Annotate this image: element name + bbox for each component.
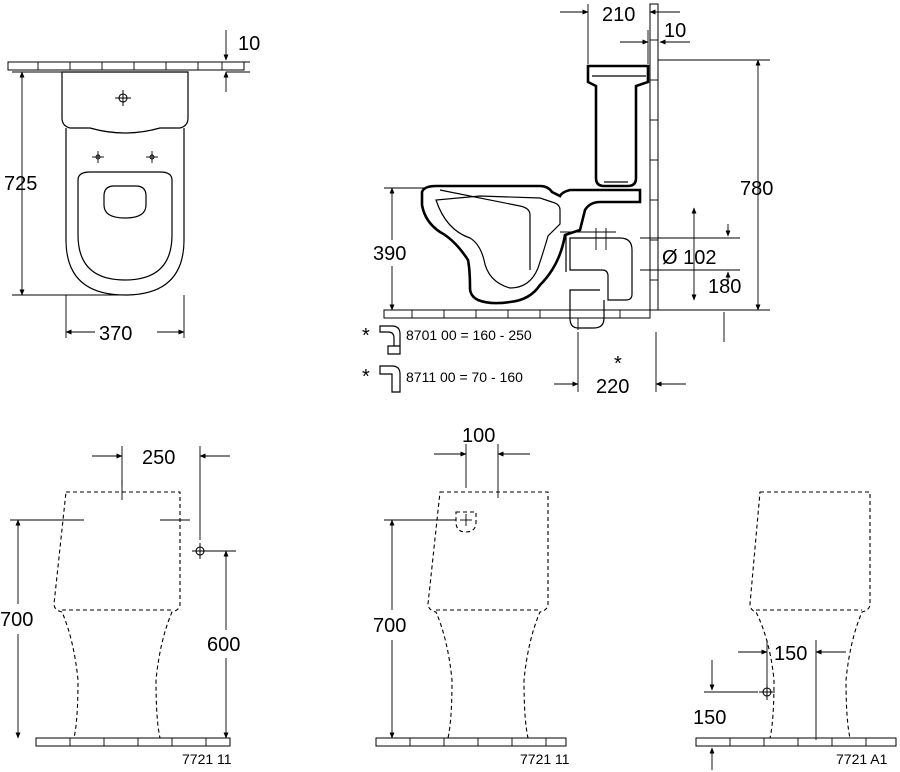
side-view: 210 10 780 390 Ø 102 180 220 * * xyxy=(362,3,773,398)
seat-height-label: 390 xyxy=(373,243,406,265)
front-view-1: 250 700 600 7721 11 xyxy=(0,446,246,767)
bend-2-star: * xyxy=(362,366,370,388)
seat-outline-top xyxy=(77,171,173,281)
bend-1-label: 8701 00 = 160 - 250 xyxy=(406,327,532,343)
toilet-outline-front-2 xyxy=(427,491,549,739)
water-connection-icon-1 xyxy=(192,543,208,559)
outlet-distance-star: * xyxy=(614,353,622,375)
product-code-2: 7721 11 xyxy=(520,751,570,767)
flush-valve-icon-2 xyxy=(455,511,477,533)
height-label-1: 700 xyxy=(0,609,33,631)
toilet-outline-front-1 xyxy=(53,491,181,739)
wall-strip-side xyxy=(649,3,659,311)
bowl-inner-side xyxy=(435,195,561,289)
floor-strip-front-2 xyxy=(375,737,567,747)
water-connection-icon-3 xyxy=(759,684,775,700)
outlet-distance-label: 220 xyxy=(596,376,629,398)
toilet-outline-front-3 xyxy=(749,491,871,739)
bend-legend: * 8701 00 = 160 - 250 * 8711 00 = 70 - 1… xyxy=(362,325,532,393)
top-view: 725 370 10 xyxy=(4,30,260,345)
outlet-height-label: 180 xyxy=(708,276,741,298)
product-code-1: 7721 11 xyxy=(182,751,232,767)
floor-strip-side xyxy=(383,309,651,319)
spacing-label-1: 250 xyxy=(142,447,175,469)
bowl-outline-top xyxy=(65,128,185,296)
bend-2-icon xyxy=(379,365,401,393)
tank-outline-top xyxy=(61,71,189,134)
connection-height-label-1: 600 xyxy=(207,634,240,656)
spacing-label-3: 150 xyxy=(774,643,807,665)
wall-strip-top xyxy=(7,61,245,71)
outlet-diameter-label: Ø 102 xyxy=(662,247,716,269)
product-code-3: 7721 A1 xyxy=(836,751,888,767)
floor-strip-front-1 xyxy=(35,737,231,747)
tank-offset-label: 210 xyxy=(602,4,635,26)
bend-1-star: * xyxy=(362,325,370,347)
spacing-label-2: 100 xyxy=(462,425,495,447)
cistern-side xyxy=(586,64,650,188)
bend-1-icon xyxy=(379,325,401,355)
front-view-3: 150 150 7721 A1 xyxy=(693,491,897,770)
bowl-side xyxy=(420,184,642,305)
wall-gap-label-side: 10 xyxy=(664,20,686,42)
flush-button-icon xyxy=(115,90,131,106)
bend-2-label: 8711 00 = 70 - 160 xyxy=(406,369,523,385)
total-height-label: 780 xyxy=(740,178,773,200)
height-label-2: 700 xyxy=(373,615,406,637)
connection-height-label-3: 150 xyxy=(693,707,726,729)
depth-label: 725 xyxy=(4,173,37,195)
hinge-markers xyxy=(92,151,158,163)
front-view-2: 100 700 7721 11 xyxy=(372,425,570,767)
outlet-pipe xyxy=(560,228,633,330)
floor-strip-front-3 xyxy=(695,737,897,747)
wall-gap-label-top: 10 xyxy=(238,33,260,55)
seat-lid-top xyxy=(103,185,147,219)
width-label: 370 xyxy=(99,323,132,345)
